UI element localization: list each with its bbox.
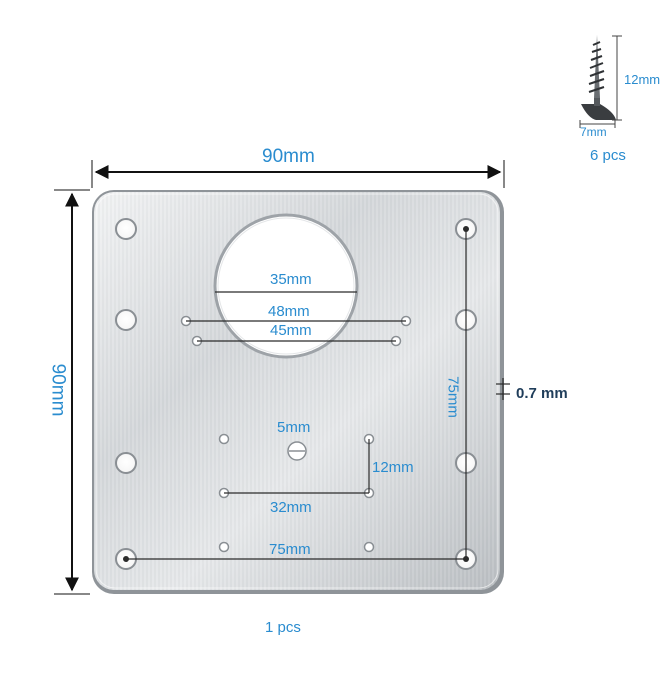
hole-lower-left xyxy=(115,452,137,474)
dimension-dots xyxy=(123,226,469,562)
hole-top-left xyxy=(115,218,137,240)
screw-quantity-label: 6 pcs xyxy=(590,147,626,164)
plate-width-label: 90mm xyxy=(262,146,315,167)
side-hole-span-label: 75mm xyxy=(444,376,462,418)
screw-icon xyxy=(581,35,616,120)
thickness-marker xyxy=(496,378,510,400)
circle-diameter-label: 35mm xyxy=(270,271,312,288)
dimension-lines xyxy=(126,229,467,560)
bottom-hole-span-label: 75mm xyxy=(269,541,311,558)
thickness-label: 0.7 mm xyxy=(516,385,568,402)
plate-quantity-label: 1 pcs xyxy=(265,619,301,636)
inner-slot-span-label: 45mm xyxy=(270,322,312,339)
height-arrow xyxy=(54,189,90,595)
screw-length-label: 12mm xyxy=(624,72,661,87)
width-arrow xyxy=(91,160,505,188)
lower-slot-span-label: 32mm xyxy=(270,499,312,516)
hole-mid-left xyxy=(115,309,137,331)
center-hole-label: 5mm xyxy=(277,419,311,436)
screw-head-label: 7mm xyxy=(580,125,607,139)
outer-slot-span-label: 48mm xyxy=(268,303,310,320)
hinge-plate xyxy=(92,190,504,594)
vertical-slot-label: 12mm xyxy=(372,459,414,476)
center-slot xyxy=(287,441,307,461)
plate-height-label: 90mm xyxy=(47,363,69,417)
screw-dimension-lines xyxy=(579,35,622,128)
